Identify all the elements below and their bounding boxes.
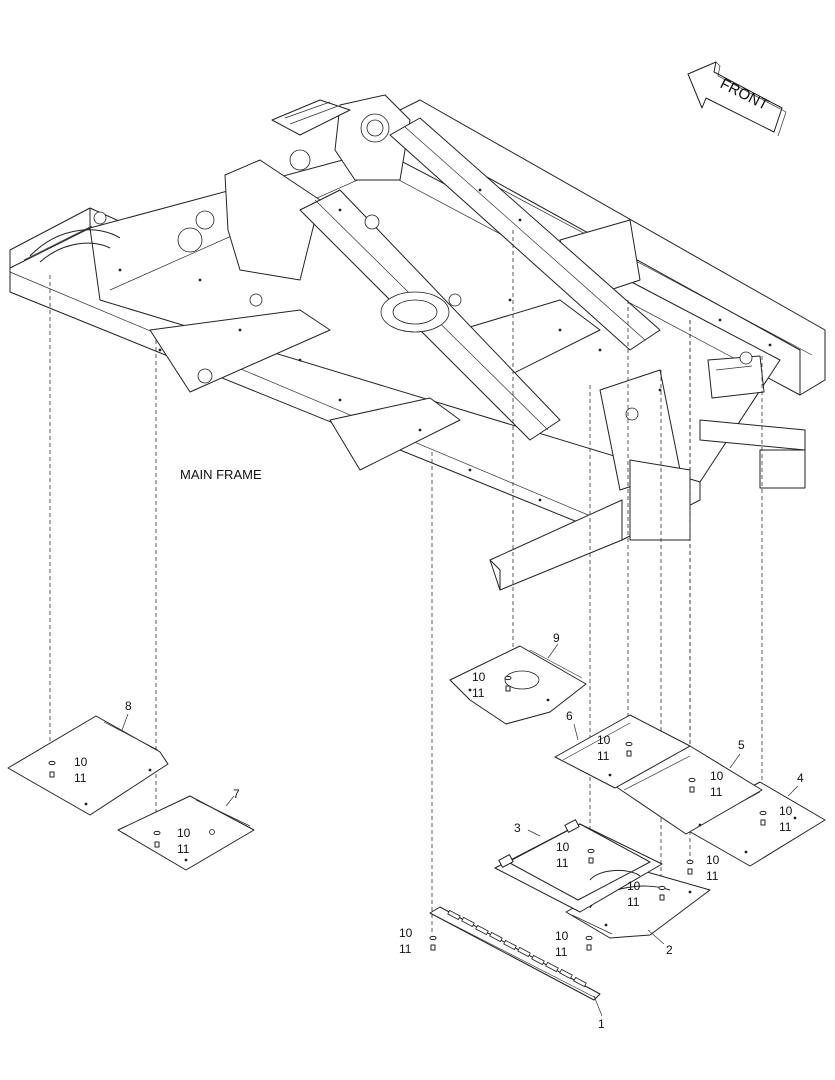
main-frame-label: MAIN FRAME [180, 467, 262, 482]
part-number-1: 1 [598, 1017, 605, 1031]
fastener-callout-7: 10 11 [153, 826, 191, 856]
fastener-callout-2: 10 11 [627, 879, 666, 909]
bolt-number: 11 [779, 820, 792, 834]
bolt-number: 11 [472, 686, 485, 700]
washer-number: 10 [74, 755, 88, 769]
bolt-number: 11 [627, 895, 640, 909]
washer-number: 10 [555, 929, 569, 943]
part-number-4: 4 [797, 771, 804, 785]
cover-part-7[interactable]: 7 [117, 787, 255, 871]
washer-number: 10 [556, 840, 570, 854]
washer-number: 10 [779, 804, 793, 818]
bolt-number: 11 [74, 771, 87, 785]
fastener-callout-9: 10 11 [472, 670, 512, 700]
washer-number: 10 [472, 670, 486, 684]
part-number-2: 2 [666, 943, 673, 957]
washer-number: 10 [399, 926, 413, 940]
part-number-9: 9 [553, 631, 560, 645]
fastener-callout-6: 10 11 [597, 733, 633, 763]
cover-part-1[interactable]: 1 [429, 906, 605, 1031]
fastener-callout-1: 10 11 [399, 926, 437, 956]
washer-number: 10 [177, 826, 191, 840]
bolt-number: 11 [555, 945, 568, 959]
part-number-7: 7 [233, 787, 240, 801]
fastener-callout-4b: 10 11 [686, 853, 720, 883]
washer-number: 10 [627, 879, 641, 893]
main-frame: MAIN FRAME [9, 94, 826, 591]
front-arrow: FRONT [687, 61, 787, 137]
cover-part-9[interactable]: 9 [449, 631, 587, 725]
fastener-callout-8: 10 11 [48, 755, 88, 785]
washer-number: 10 [710, 769, 724, 783]
slots [447, 909, 587, 988]
bolt-number: 11 [710, 785, 723, 799]
fastener-callout-2b: 10 11 [555, 929, 593, 959]
washer-number: 10 [706, 853, 720, 867]
frame-rivets [118, 188, 772, 502]
cover-part-3[interactable]: 3 [494, 819, 663, 913]
part-number-8: 8 [125, 699, 132, 713]
fastener-callout-4: 10 11 [759, 804, 793, 834]
bolt-number: 11 [399, 942, 412, 956]
part-number-5: 5 [738, 738, 745, 752]
cover-part-6[interactable]: 6 [554, 709, 691, 789]
fastener-callout-3: 10 11 [556, 840, 595, 870]
fastener-callout-5: 10 11 [688, 769, 724, 799]
bolt-number: 11 [177, 842, 190, 856]
washer-number: 10 [597, 733, 611, 747]
bolt-number: 11 [597, 749, 610, 763]
part-number-6: 6 [566, 709, 573, 723]
part-number-3: 3 [514, 821, 521, 835]
bolt-number: 11 [706, 869, 719, 883]
bolt-number: 11 [556, 856, 569, 870]
cover-part-8[interactable]: 8 [7, 699, 169, 816]
